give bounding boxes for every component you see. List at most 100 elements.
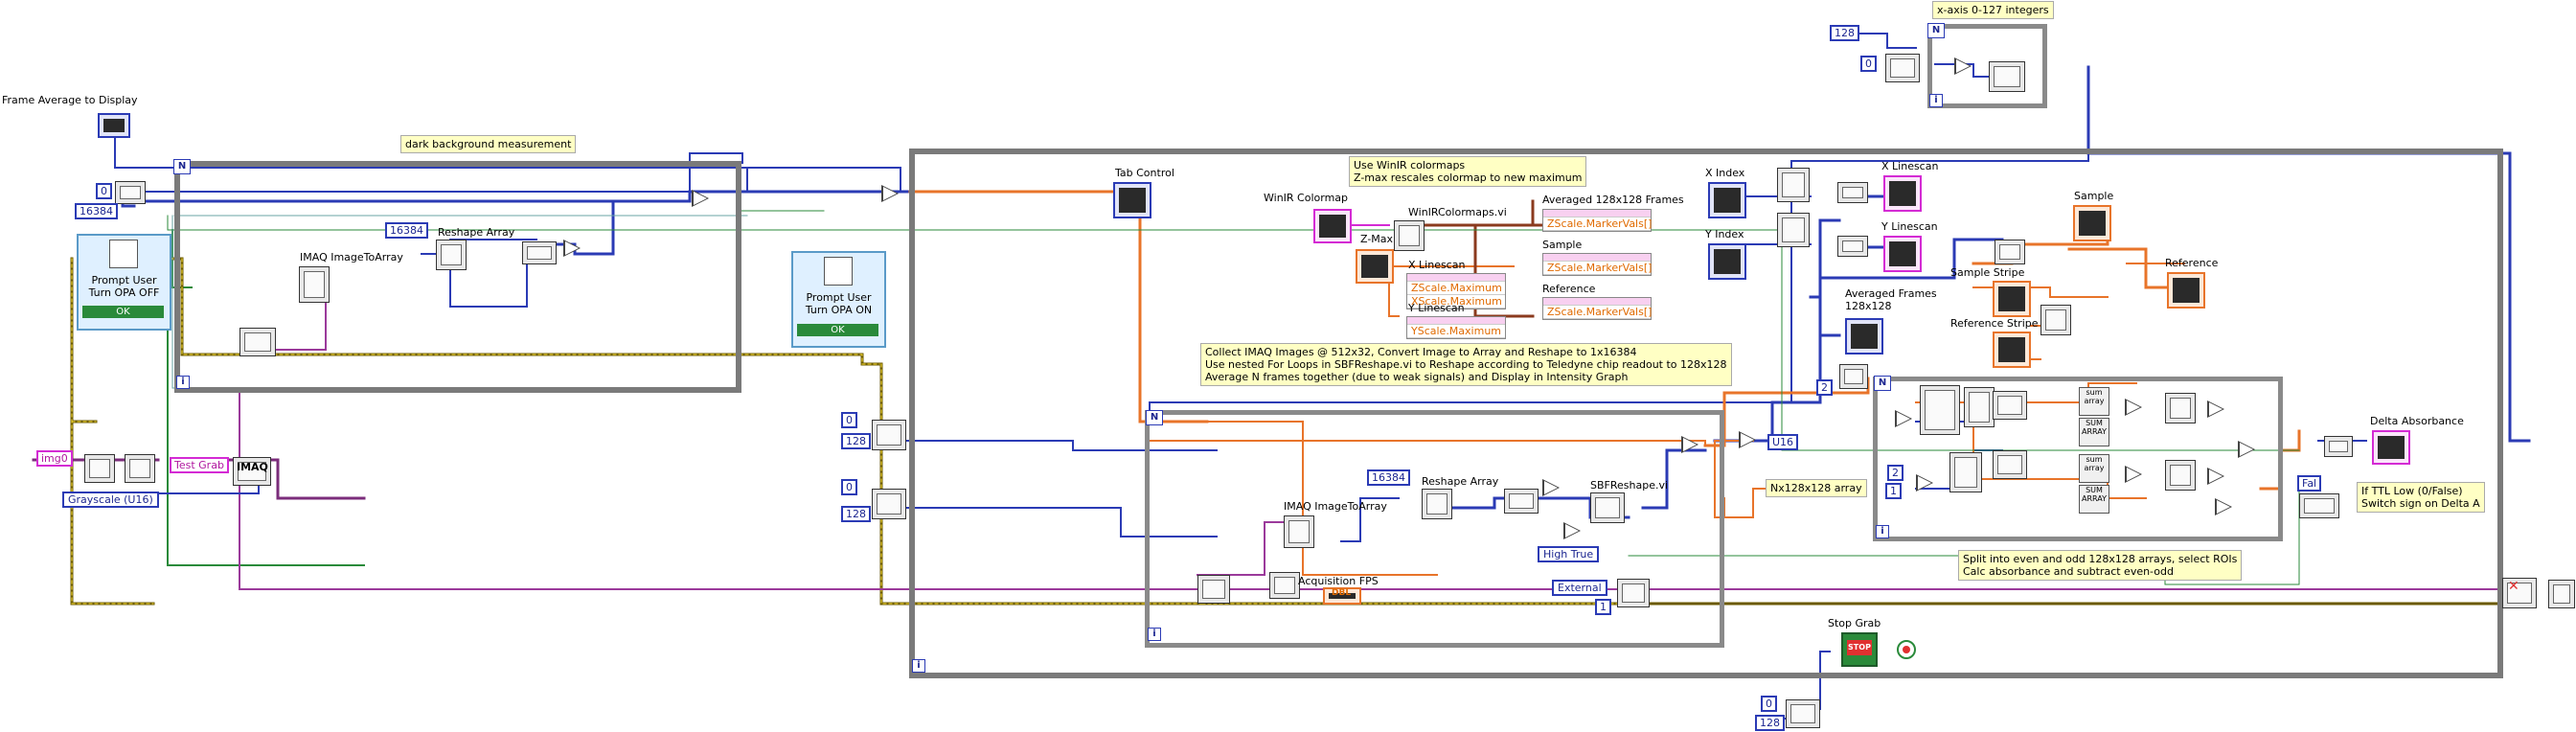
- imaq-grab-acquire: [1197, 575, 1230, 604]
- prompt-opa-on-dialog[interactable]: Prompt User Turn OPA ON OK: [791, 251, 886, 348]
- sample-indicator-label: Sample: [2074, 190, 2114, 202]
- dialog-icon: [109, 240, 138, 268]
- for-loop-average: [1145, 410, 1724, 648]
- sum-array-node: sum array: [2079, 454, 2109, 483]
- array-subset-node: [1993, 450, 2027, 479]
- trigger-polarity-enum[interactable]: High True: [1538, 546, 1600, 562]
- tab-control-terminal[interactable]: [1113, 182, 1151, 218]
- imaq-image-to-array-label: IMAQ ImageToArray: [1284, 500, 1387, 513]
- zscale-marker-property: ZScale.MarkerVals[]: [1543, 306, 1652, 319]
- initialize-array-node: [872, 489, 906, 519]
- one-constant[interactable]: 1: [1885, 483, 1902, 499]
- wire-orange-ref: [2067, 247, 2186, 289]
- x-linescan-indicator-label: X Linescan: [1881, 160, 1939, 172]
- reference-property-node: ZScale.MarkerVals[]: [1542, 297, 1652, 320]
- wire-top-down: [2086, 65, 2531, 443]
- initialize-array-node: [1786, 699, 1820, 728]
- stop-grab-button[interactable]: STOP: [1841, 632, 1878, 667]
- two-constant[interactable]: 2: [1887, 465, 1904, 481]
- multiply-operator: [2207, 400, 2224, 418]
- zmax-control[interactable]: [1356, 249, 1394, 284]
- wire-n-loop1: [129, 152, 743, 193]
- winir-colormaps-vi: [1394, 220, 1425, 251]
- zero-constant[interactable]: 0: [1761, 696, 1777, 712]
- zero-constant[interactable]: 0: [841, 479, 857, 495]
- subtract-operator: [2238, 441, 2255, 458]
- reference-indicator-label: Reference: [2165, 257, 2219, 269]
- while-loop-main: [909, 149, 2503, 678]
- stop-dot-icon: [1903, 646, 1910, 653]
- image-type-enum[interactable]: Grayscale (U16): [62, 492, 159, 508]
- dimension-constant[interactable]: 128: [841, 506, 871, 522]
- two-constant[interactable]: 2: [1816, 379, 1833, 396]
- add-operator: [1542, 479, 1560, 496]
- imaq-dispose-node: [2548, 580, 2575, 608]
- x-linescan-graph: [1883, 175, 1922, 212]
- quotient-node: [1839, 364, 1868, 389]
- imaq-image-to-array-2: [1284, 515, 1314, 548]
- reshape-array-label: Reshape Array: [1422, 475, 1499, 488]
- frame-average-control[interactable]: [98, 113, 130, 138]
- array-subset-node: [1995, 240, 2025, 264]
- iteration-terminal: i: [176, 376, 190, 389]
- ok-indicator: OK: [797, 324, 878, 336]
- increment-operator: [1954, 57, 1972, 75]
- divide-operator: [1681, 436, 1698, 453]
- wire-orange-ref2: [2126, 248, 2185, 264]
- sample-prop-header: [1543, 254, 1651, 262]
- iteration-terminal: i: [1148, 628, 1161, 641]
- zero-constant[interactable]: 0: [841, 412, 857, 428]
- y-index-control[interactable]: [1708, 243, 1746, 280]
- zscale-maximum-property: ZScale.Maximum: [1407, 282, 1505, 295]
- size-constant[interactable]: 16384: [1367, 469, 1410, 486]
- winir-colormap-control[interactable]: [1313, 209, 1352, 243]
- zero-constant[interactable]: 0: [96, 183, 112, 199]
- x-index-control[interactable]: [1708, 182, 1746, 218]
- reference-stripe-control[interactable]: [1993, 332, 2031, 368]
- zscale-marker-property: ZScale.MarkerVals[]: [1543, 217, 1652, 231]
- build-array-node: [1837, 236, 1868, 257]
- xscale-maximum-property: XScale.Maximum: [1407, 295, 1505, 309]
- imaq-close-node: [2502, 578, 2537, 608]
- timer-node: [1269, 572, 1300, 599]
- to-u16-operator: [1739, 431, 1756, 448]
- winir-colormaps-vi-label: WinIRColormaps.vi: [1408, 206, 1507, 218]
- imaq-grab-node: [239, 328, 276, 356]
- camera-name-constant[interactable]: img0: [36, 450, 73, 467]
- size-constant[interactable]: 16384: [75, 203, 118, 219]
- x-linescan-label: X Linescan: [1408, 259, 1466, 271]
- x-linescan-prop-header: [1407, 274, 1505, 282]
- decimate-array-node: [1964, 387, 1995, 427]
- collect-imaq-note: Collect IMAQ Images @ 512x32, Convert Im…: [1200, 343, 1732, 386]
- wire-frame-avg-2: [746, 167, 901, 193]
- dimension-constant[interactable]: 128: [1830, 25, 1859, 41]
- sbf-reshape-vi: [1590, 492, 1625, 523]
- dimension-constant[interactable]: 128: [1755, 715, 1785, 731]
- log-node: [2165, 393, 2196, 423]
- add-operator: [563, 240, 581, 257]
- dimension-constant[interactable]: 128: [841, 433, 871, 449]
- trigger-source-enum[interactable]: External: [1552, 580, 1607, 596]
- zero-constant[interactable]: 0: [1860, 56, 1877, 72]
- wire-frame-avg: [114, 133, 748, 193]
- stop-condition-icon: [1897, 640, 1916, 659]
- subtract-operator: [2215, 498, 2232, 515]
- wire-orange-loop2: [1149, 440, 1706, 446]
- yscale-maximum-property: YScale.Maximum: [1407, 325, 1505, 338]
- index-array-node: [1777, 213, 1810, 247]
- test-grab-constant[interactable]: Test Grab: [170, 457, 229, 473]
- averaged-property-node: ZScale.MarkerVals[]: [1542, 209, 1652, 232]
- wire-bigloop-in-128b: [890, 507, 1218, 538]
- sample-stripe-control[interactable]: [1993, 281, 2031, 317]
- size-constant[interactable]: 16384: [385, 222, 428, 239]
- iteration-terminal: i: [1929, 94, 1943, 107]
- divide-operator: [2125, 466, 2142, 483]
- false-selector[interactable]: Fal: [2297, 475, 2322, 492]
- imaq-configure-grab: [125, 454, 155, 483]
- sum-array-node: sum array: [2079, 387, 2109, 416]
- close-icon: ✕: [2508, 579, 2519, 594]
- build-array-node: [1837, 182, 1868, 203]
- one-constant[interactable]: 1: [1595, 599, 1611, 615]
- prompt-opa-off-dialog[interactable]: Prompt User Turn OPA OFF OK: [77, 234, 171, 331]
- wire-to-index: [1713, 218, 1841, 443]
